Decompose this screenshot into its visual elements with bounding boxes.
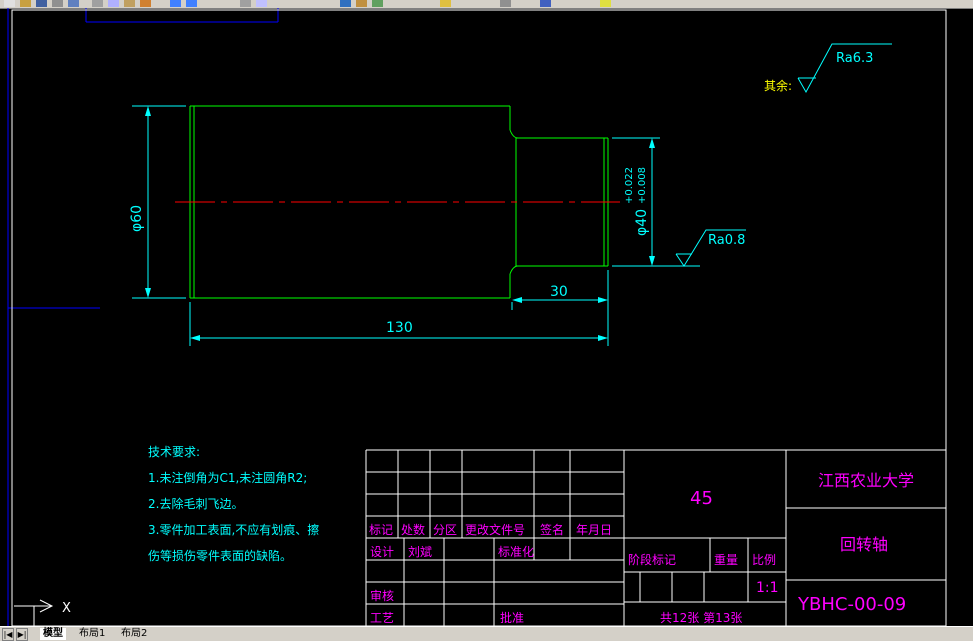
zoom-icon[interactable] xyxy=(256,0,267,7)
toolbar xyxy=(0,0,973,9)
calc-icon[interactable] xyxy=(500,0,511,7)
dim-diameter-small: φ40 xyxy=(634,209,650,236)
help-icon[interactable] xyxy=(540,0,551,7)
layer-icon[interactable] xyxy=(600,0,611,7)
save-icon[interactable] xyxy=(36,0,47,7)
tb-v-scale: 1:1 xyxy=(756,580,779,596)
tb-h-nianyueri: 年月日 xyxy=(576,523,612,537)
notes-line-1: 1.未注倒角为C1,未注圆角R2; xyxy=(148,470,307,485)
redo-icon[interactable] xyxy=(186,0,197,7)
tb-school: 江西农业大学 xyxy=(818,471,914,490)
roughness-symbol-local xyxy=(675,229,746,267)
tb-l-bili: 比例 xyxy=(752,553,776,567)
ucs-icon xyxy=(14,599,54,626)
match-props-icon[interactable] xyxy=(140,0,151,7)
notes-line-2: 2.去除毛刺飞边。 xyxy=(148,496,243,511)
notes-line-4: 伤等损伤零件表面的缺陷。 xyxy=(148,548,292,563)
tb-v-sheets: 共12张 第13张 xyxy=(660,611,742,625)
tb-material: 45 xyxy=(690,488,713,509)
dim-tol-lower: +0.008 xyxy=(637,167,648,204)
new-icon[interactable] xyxy=(4,0,15,7)
tb-l-zhongliang: 重量 xyxy=(714,553,738,567)
tab-nav-next-button[interactable]: ▶| xyxy=(16,628,28,641)
tb-v-designer: 刘斌 xyxy=(408,545,432,559)
dim-diameter-large: φ60 xyxy=(129,205,145,232)
roughness-local-value: Ra0.8 xyxy=(708,233,745,248)
tb-l-shenhe: 审核 xyxy=(370,588,394,603)
layout-tab-bar: |◀ ▶| 模型 布局1 布局2 xyxy=(0,626,973,641)
pan-icon[interactable] xyxy=(240,0,251,7)
tb-h-fenqu: 分区 xyxy=(433,523,457,537)
design-center-icon[interactable] xyxy=(356,0,367,7)
cut-icon[interactable] xyxy=(92,0,103,7)
tb-h-qianming: 签名 xyxy=(540,522,564,537)
technical-notes: 技术要求: 1.未注倒角为C1,未注圆角R2; 2.去除毛刺飞边。 3.零件加工… xyxy=(148,445,319,563)
roughness-general-label: 其余: xyxy=(764,78,792,93)
tb-l-jieduan: 阶段标记 xyxy=(628,552,676,567)
dim-tol-upper: +0.022 xyxy=(624,167,635,204)
tb-drawing-no: YBHC-00-09 xyxy=(797,594,906,615)
copy-icon[interactable] xyxy=(108,0,119,7)
preview-icon[interactable] xyxy=(68,0,79,7)
tb-l-gongyi: 工艺 xyxy=(370,611,394,625)
open-icon[interactable] xyxy=(20,0,31,7)
tb-v-approval: 批准 xyxy=(500,610,524,625)
tab-model[interactable]: 模型 xyxy=(40,628,66,640)
dimensions xyxy=(132,105,700,346)
undo-icon[interactable] xyxy=(170,0,181,7)
tb-l-biaozhunhua: 标准化 xyxy=(498,545,534,559)
roughness-symbol-general xyxy=(797,43,892,94)
dim-length-total: 130 xyxy=(386,320,413,336)
paste-icon[interactable] xyxy=(124,0,135,7)
roughness-general-value: Ra6.3 xyxy=(836,51,873,66)
tb-part-name: 回转轴 xyxy=(840,535,888,554)
tb-h-biaoji: 标记 xyxy=(369,523,393,537)
properties-icon[interactable] xyxy=(340,0,351,7)
print-icon[interactable] xyxy=(52,0,63,7)
tab-layout-1[interactable]: 布局1 xyxy=(79,628,106,639)
notes-line-3: 3.零件加工表面,不应有划痕、擦 xyxy=(148,522,319,537)
tb-h-chushu: 处数 xyxy=(401,522,425,537)
ucs-x-label: X xyxy=(62,601,71,616)
title-block xyxy=(365,449,947,626)
tool-palette-icon[interactable] xyxy=(372,0,383,7)
drawing-canvas[interactable]: φ60 φ40 +0.022 +0.008 130 30 Ra0.8 Ra6.3… xyxy=(0,8,973,627)
tab-layout-2[interactable]: 布局2 xyxy=(121,628,148,639)
tb-h-gengai: 更改文件号 xyxy=(465,522,525,537)
tb-l-sheji: 设计 xyxy=(370,545,394,559)
markup-icon[interactable] xyxy=(440,0,451,7)
blue-border-lines xyxy=(7,8,279,626)
dim-length-shoulder: 30 xyxy=(550,284,568,300)
tab-nav-prev-button[interactable]: |◀ xyxy=(2,628,14,641)
notes-title: 技术要求: xyxy=(148,445,200,459)
